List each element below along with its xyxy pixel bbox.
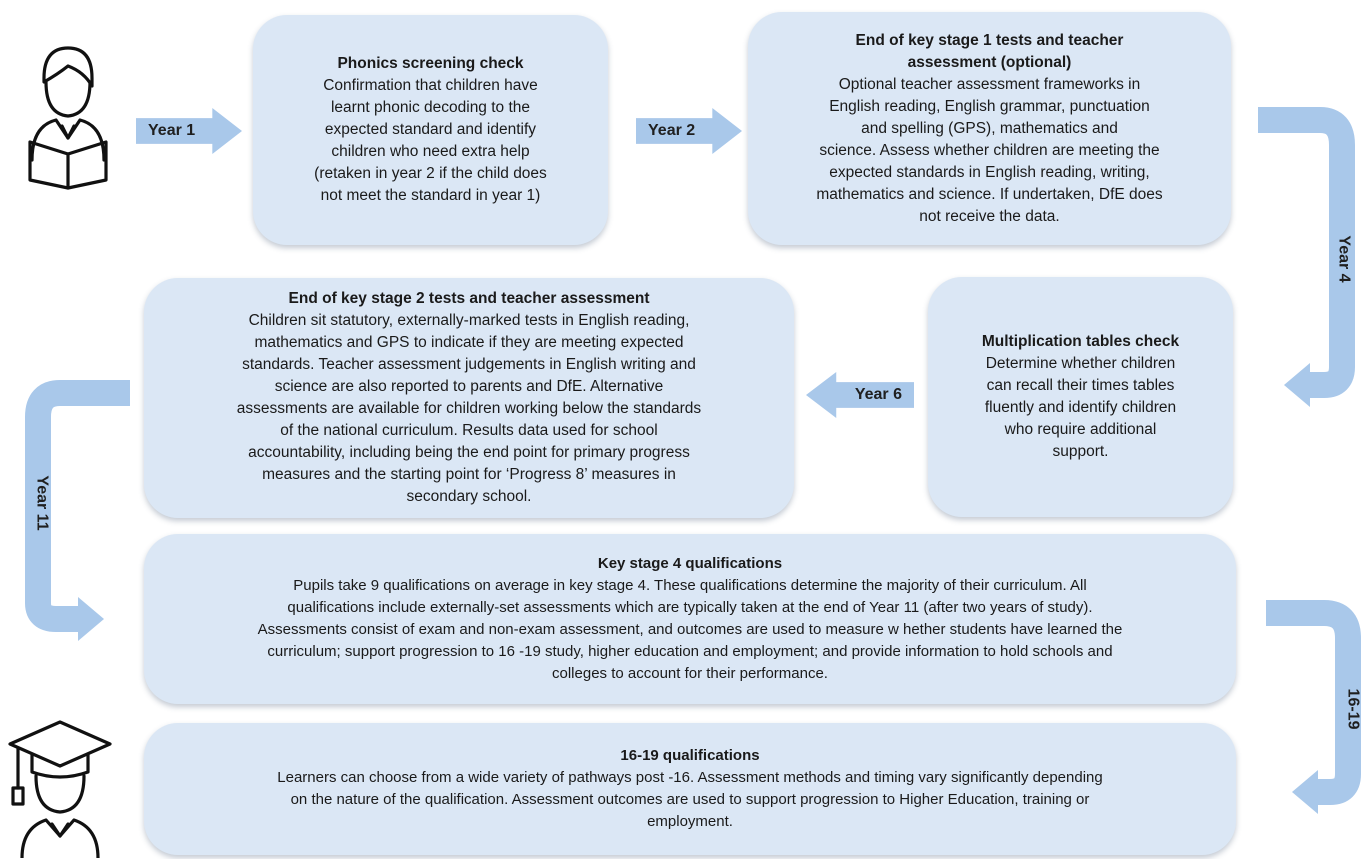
year1-label: Year 1: [148, 122, 196, 139]
mtc-title: Multiplication tables check: [981, 333, 1180, 350]
ks1-title: End of key stage 1 tests and teacher ass…: [855, 31, 1124, 71]
ks2-body: Children sit statutory, externally-marke…: [236, 312, 702, 505]
year4-connector: [1258, 107, 1355, 407]
phonics-screening-box: Phonics screening check Confirmation tha…: [253, 15, 608, 245]
ks1-assessment-box: End of key stage 1 tests and teacher ass…: [748, 12, 1231, 245]
ks2-assessment-box: End of key stage 2 tests and teacher ass…: [144, 278, 794, 518]
post16-qualifications-box: 16-19 qualifications Learners can choose…: [144, 723, 1236, 855]
year1-arrow: Year 1: [136, 108, 242, 154]
age1619-connector: [1266, 600, 1361, 814]
multiplication-check-box: Multiplication tables check Determine wh…: [928, 277, 1233, 517]
ks2-title: End of key stage 2 tests and teacher ass…: [288, 290, 650, 307]
student-reading-icon: [28, 46, 108, 190]
ks1-body: Optional teacher assessment frameworks i…: [816, 75, 1163, 225]
mtc-body: Determine whether children can recall th…: [984, 355, 1177, 460]
year2-arrow: Year 2: [636, 108, 742, 154]
phonics-title: Phonics screening check: [337, 55, 524, 72]
post16-title: 16-19 qualifications: [620, 747, 760, 764]
ks4-body: Pupils take 9 qualifications on average …: [257, 577, 1123, 682]
age1619-label: 16-19: [1344, 688, 1362, 730]
graduate-icon: [8, 720, 112, 858]
year11-label: Year 11: [33, 475, 51, 531]
year6-arrow: Year 6: [806, 372, 914, 418]
ks4-title: Key stage 4 qualifications: [597, 555, 783, 572]
phonics-body: Confirmation that children have learnt p…: [314, 77, 547, 204]
year4-label: Year 4: [1335, 235, 1353, 283]
ks4-qualifications-box: Key stage 4 qualifications Pupils take 9…: [144, 534, 1236, 704]
post16-body: Learners can choose from a wide variety …: [277, 769, 1103, 830]
year11-connector: [25, 380, 130, 641]
year2-label: Year 2: [648, 122, 696, 139]
year6-label: Year 6: [854, 386, 902, 403]
